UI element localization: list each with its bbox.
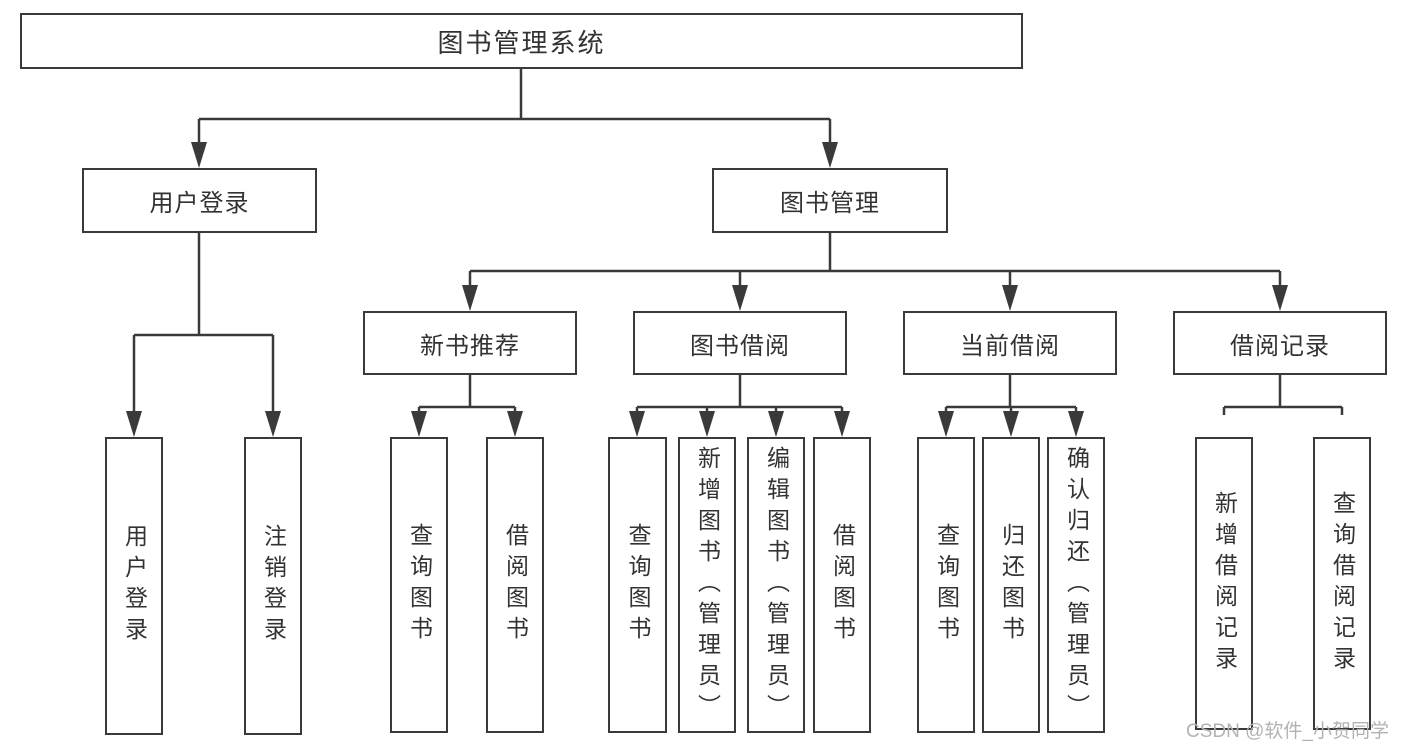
leaf-edit-book-admin-label: 编辑图书（管理员） [763,445,790,725]
leaf-query-borrow-record: 查询借阅记录 [1313,437,1371,730]
node-borrowing-records: 借阅记录 [1173,311,1387,375]
leaf-add-borrow-record: 新增借阅记录 [1195,437,1253,730]
node-book-management: 图书管理 [712,168,948,233]
leaf-borrow-books-recommend: 借阅图书 [486,437,544,733]
csdn-watermark: CSDN @软件_小贺同学 [1186,721,1389,742]
leaf-query-books-recommend: 查询图书 [390,437,448,733]
leaf-add-book-admin-label: 新增图书（管理员） [694,445,721,725]
leaf-edit-book-admin: 编辑图书（管理员） [747,437,805,733]
leaf-borrow-books-borrow-label: 借阅图书 [829,523,856,647]
leaf-borrow-books-borrow: 借阅图书 [813,437,871,733]
leaf-user-login: 用户登录 [105,437,163,735]
leaf-query-borrow-record-label: 查询借阅记录 [1329,490,1356,677]
arrowheads [126,142,1288,437]
leaf-query-books-recommend-label: 查询图书 [406,523,433,647]
leaf-return-book: 归还图书 [982,437,1040,733]
leaf-confirm-return-admin-label: 确认归还（管理员） [1063,445,1090,725]
leaf-add-book-admin: 新增图书（管理员） [678,437,736,733]
leaf-return-book-label: 归还图书 [998,523,1025,647]
leaf-add-borrow-record-label: 新增借阅记录 [1211,490,1238,677]
node-new-book-recommendation: 新书推荐 [363,311,577,375]
leaf-query-books-current-label: 查询图书 [933,523,960,647]
node-user-login: 用户登录 [82,168,317,233]
node-library-management-system: 图书管理系统 [20,13,1023,69]
node-current-borrowing: 当前借阅 [903,311,1117,375]
leaf-query-books-borrow-label: 查询图书 [625,523,651,647]
leaf-logout-label: 注销登录 [260,524,287,648]
node-book-borrowing: 图书借阅 [633,311,847,375]
leaf-query-books-current: 查询图书 [917,437,975,733]
leaf-query-books-borrow: 查询图书 [608,437,667,733]
leaf-logout: 注销登录 [244,437,302,735]
leaf-borrow-books-recommend-label: 借阅图书 [502,523,529,647]
leaf-user-login-label: 用户登录 [121,524,148,648]
leaf-confirm-return-admin: 确认归还（管理员） [1047,437,1105,733]
